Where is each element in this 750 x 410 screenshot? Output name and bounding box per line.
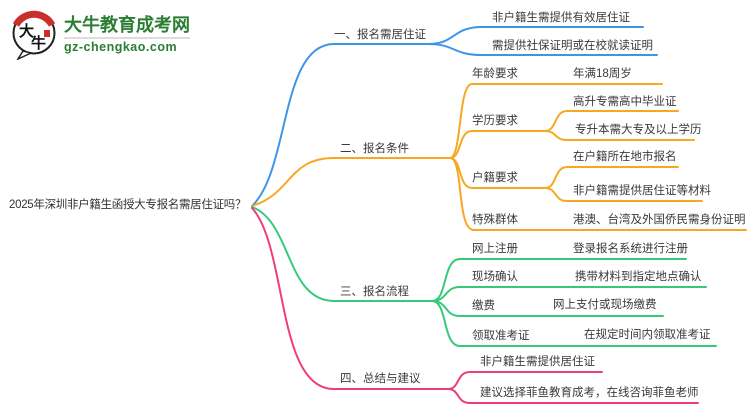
branch2-leaf1: 年满18周岁 — [573, 68, 632, 80]
branch3-sub3: 缴费 — [472, 300, 495, 312]
branch3-wires — [251, 206, 717, 347]
branch2-leaf3: 专升本需大专及以上学历 — [575, 124, 702, 136]
branch1-label: 一、报名需居住证 — [334, 29, 426, 41]
branch3-label: 三、报名流程 — [340, 286, 409, 298]
branch2-leaf5: 非户籍需提供居住证等材料 — [573, 185, 711, 197]
site-logo: 大 牛 大牛教育成考网 gz-chengkao.com — [10, 8, 190, 60]
branch3-leaf4: 在规定时间内领取准考证 — [584, 329, 711, 341]
branch2-sub4: 特殊群体 — [472, 214, 518, 226]
logo-text: 大牛教育成考网 gz-chengkao.com — [64, 14, 190, 55]
root-topic: 2025年深圳非户籍生函授大专报名需居住证吗？ — [9, 199, 247, 211]
bull-badge-icon: 大 牛 — [12, 10, 56, 60]
branch3-leaf2: 携带材料到指定地点确认 — [575, 271, 702, 283]
branch3-sub4: 领取准考证 — [472, 330, 530, 342]
branch2-leaf6: 港澳、台湾及外国侨民需身份证明 — [573, 214, 746, 226]
branch4-child1: 非户籍生需提供居住证 — [480, 356, 595, 368]
logo-domain: gz-chengkao.com — [64, 36, 190, 55]
branch2-leaf4: 在户籍所在地市报名 — [573, 151, 677, 163]
branch2-sub2: 学历要求 — [472, 115, 518, 127]
branch2-label: 二、报名条件 — [340, 143, 409, 155]
branch4-wires — [251, 207, 699, 404]
branch1-child1: 非户籍生需提供有效居住证 — [492, 12, 630, 24]
branch3-leaf1: 登录报名系统进行注册 — [573, 243, 688, 255]
branch4-label: 四、总结与建议 — [340, 373, 421, 385]
branch3-sub1: 网上注册 — [472, 243, 518, 255]
branch2-wires — [251, 83, 747, 231]
branch3-leaf3: 网上支付或现场缴费 — [553, 299, 657, 311]
logo-char-1: 大 — [19, 22, 34, 40]
branch1-wires — [251, 26, 658, 207]
branch2-sub1: 年龄要求 — [472, 68, 518, 80]
branch1-child2: 需提供社保证明或在校就读证明 — [492, 40, 653, 52]
branch3-sub2: 现场确认 — [472, 271, 518, 283]
branch2-leaf2: 高升专需高中毕业证 — [573, 96, 677, 108]
logo-char-2: 牛 — [31, 34, 46, 52]
branch2-sub3: 户籍要求 — [472, 172, 518, 184]
branch4-child2: 建议选择菲鱼教育成考，在线咨询菲鱼老师 — [480, 387, 699, 399]
logo-title: 大牛教育成考网 — [64, 14, 190, 35]
